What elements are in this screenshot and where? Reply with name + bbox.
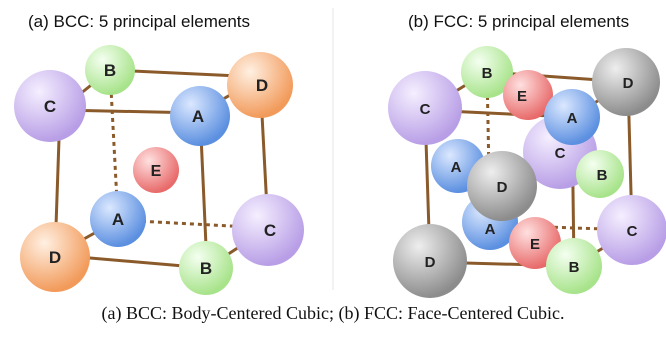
svg-text:D: D: [49, 248, 61, 267]
bcc-atom-c-bottom: C: [232, 194, 304, 266]
svg-text:A: A: [192, 107, 204, 126]
svg-text:A: A: [451, 159, 462, 176]
svg-text:B: B: [597, 167, 608, 184]
svg-text:C: C: [420, 101, 431, 118]
svg-text:D: D: [497, 179, 508, 196]
bcc-atom-a-bottom: A: [90, 191, 146, 247]
svg-text:D: D: [425, 254, 436, 271]
svg-text:B: B: [482, 65, 493, 82]
fcc-atom-d-center: D: [467, 151, 537, 221]
fcc-atom-a-top: A: [544, 89, 600, 145]
svg-text:B: B: [569, 259, 580, 276]
fcc-atom-b-top: B: [461, 46, 513, 98]
svg-text:E: E: [530, 236, 540, 253]
fcc-atom-c-right: C: [597, 195, 666, 265]
bcc-atom-c-top: C: [14, 70, 86, 142]
fcc-atom-b-right: B: [576, 150, 624, 198]
bcc-atom-b-bottom: B: [179, 241, 233, 295]
svg-text:A: A: [112, 210, 124, 229]
bcc-panel-title: (a) BCC: 5 principal elements: [28, 12, 250, 31]
svg-text:E: E: [151, 163, 162, 180]
bcc-atom-b-top: B: [85, 45, 135, 95]
fcc-atom-d-bottom: D: [393, 224, 467, 298]
fcc-atom-c-left: C: [388, 71, 462, 145]
svg-text:B: B: [200, 259, 212, 278]
svg-text:C: C: [264, 221, 276, 240]
figure-caption: (a) BCC: Body-Centered Cubic; (b) FCC: F…: [101, 303, 565, 323]
bcc-panel: (a) BCC: 5 principal elements B D: [14, 12, 304, 295]
bcc-atom-a-top: A: [170, 86, 230, 146]
svg-text:E: E: [517, 88, 527, 105]
svg-text:A: A: [567, 110, 578, 127]
svg-text:C: C: [555, 145, 566, 162]
bcc-atom-e-center: E: [133, 147, 179, 193]
svg-text:C: C: [44, 97, 56, 116]
svg-text:D: D: [623, 75, 634, 92]
svg-text:D: D: [256, 76, 268, 95]
fcc-atom-e-top: E: [503, 70, 553, 120]
fcc-panel: (b) FCC: 5 principal elements B D E: [388, 12, 666, 298]
fcc-panel-title: (b) FCC: 5 principal elements: [408, 12, 629, 31]
fcc-atom-d-top: D: [592, 48, 660, 116]
svg-text:C: C: [627, 223, 638, 240]
svg-text:A: A: [485, 221, 496, 238]
bcc-atom-d-bottom: D: [20, 222, 90, 292]
fcc-atom-b-bottom: B: [546, 238, 602, 294]
svg-text:B: B: [104, 61, 116, 80]
bcc-atom-d-top: D: [227, 52, 293, 118]
